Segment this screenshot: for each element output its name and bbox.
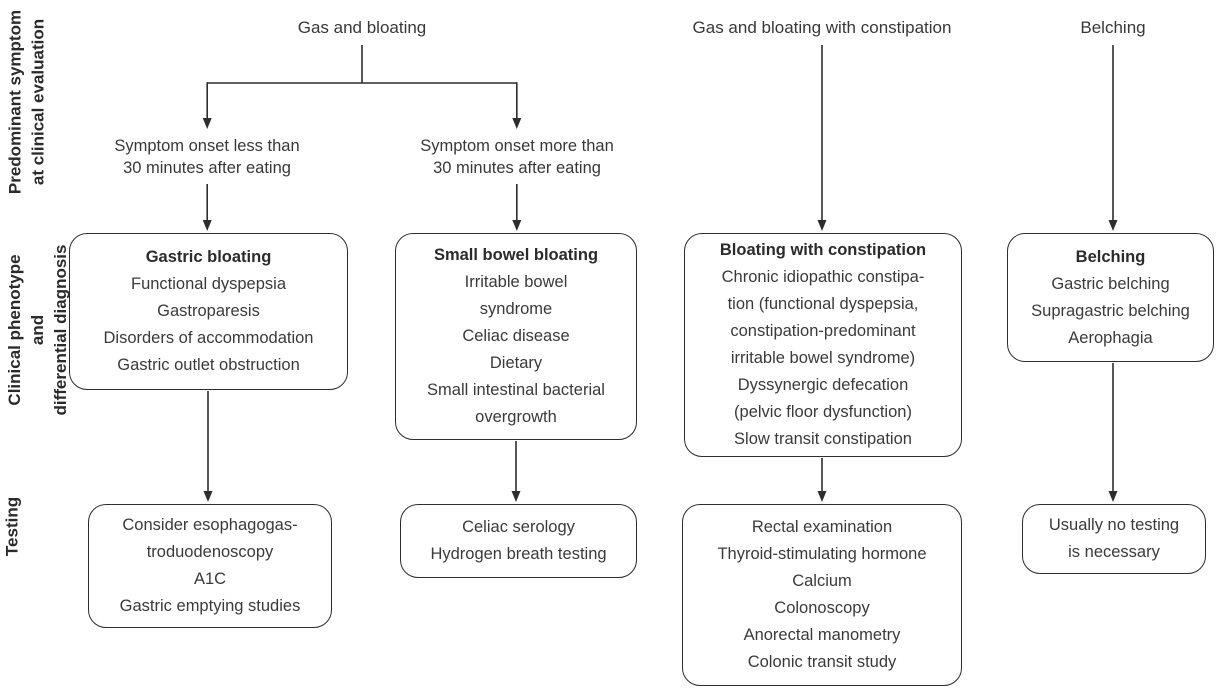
diagnosis-item: Small intestinal bacterial overgrowth (427, 381, 605, 426)
testing-box-gastric-bloating: Consider esophagogas- troduodenoscopy A1… (88, 504, 332, 628)
diagnosis-item: Aerophagia (1068, 328, 1153, 347)
diagnosis-item: Dietary (489, 354, 543, 372)
diagnosis-box-small-bowel-bloating: Small bowel bloating Irritable bowel syn… (395, 233, 637, 440)
testing-item: Anorectal manometry (743, 626, 901, 644)
diagnosis-item: Celiac disease (462, 327, 570, 345)
testing-item: Celiac serology (462, 518, 575, 536)
header-belching: Belching (1080, 18, 1146, 37)
row-label-clinical-phenotype: Clinical phenotype and differential diag… (5, 244, 70, 416)
diagnosis-item: Irritable bowel syndrome (464, 273, 568, 318)
testing-item: A1C (193, 570, 227, 588)
diagnosis-item: Gastric belching (1051, 274, 1170, 293)
box-title: Belching (1075, 247, 1146, 266)
testing-item: Consider esophagogas- troduodenoscopy (122, 516, 298, 561)
arrowhead (202, 118, 212, 129)
condition-onset-more-30min: Symptom onset more than 30 minutes after… (420, 137, 614, 177)
diagnosis-item: Gastric outlet obstruction (117, 356, 300, 374)
testing-box-belching: Usually no testing is necessary (1022, 504, 1206, 574)
box-title: Small bowel bloating (433, 246, 599, 264)
testing-item: Hydrogen breath testing (430, 545, 607, 563)
testing-item: Thyroid-stimulating hormone (717, 545, 927, 563)
condition-onset-less-30min: Symptom onset less than 30 minutes after… (114, 137, 300, 177)
diagnosis-item: Gastroparesis (157, 302, 260, 320)
diagnosis-box-belching: Belching Gastric belching Supragastric b… (1007, 233, 1214, 362)
testing-box-constipation: Rectal examination Thyroid-stimulating h… (682, 504, 962, 686)
testing-item: Rectal examination (751, 518, 893, 536)
diagnosis-box-gastric-bloating: Gastric bloating Functional dyspepsia Ga… (69, 233, 348, 390)
diagnosis-item: Functional dyspepsia (130, 275, 286, 293)
box-title: Gastric bloating (145, 248, 272, 266)
testing-item: Usually no testing is necessary (1048, 516, 1180, 561)
testing-item: Gastric emptying studies (119, 597, 301, 615)
arrowhead (1108, 220, 1118, 231)
row-label-predominant-symptom: Predominant symptom at clinical evaluati… (5, 9, 48, 195)
arrowhead (512, 118, 522, 129)
arrowhead (817, 491, 827, 502)
diagnosis-item: Supragastric belching (1031, 301, 1190, 320)
testing-item: Colonoscopy (774, 599, 870, 617)
row-label-testing: Testing (2, 496, 22, 557)
testing-item: Calcium (792, 572, 852, 590)
arrowhead (1108, 491, 1118, 502)
header-gas-and-bloating: Gas and bloating (297, 18, 427, 37)
arrowhead (202, 220, 212, 231)
diagnosis-item: Chronic idiopathic constipa- tion (funct… (721, 268, 925, 367)
diagnosis-box-bloating-with-constipation: Bloating with constipation Chronic idiop… (684, 233, 962, 457)
header-gas-bloating-constipation: Gas and bloating with constipation (692, 18, 952, 37)
diagnosis-item: Disorders of accommodation (103, 329, 314, 347)
testing-item: Colonic transit study (747, 653, 897, 671)
arrowhead (817, 220, 827, 231)
arrowhead (203, 491, 213, 502)
testing-box-small-bowel: Celiac serology Hydrogen breath testing (400, 504, 637, 578)
box-title: Bloating with constipation (719, 241, 927, 259)
diagnosis-item: Slow transit constipation (734, 430, 912, 448)
diagnosis-item: Dyssynergic defecation (pelvic floor dys… (734, 376, 912, 421)
arrowhead (511, 491, 521, 502)
arrowhead (512, 220, 522, 231)
